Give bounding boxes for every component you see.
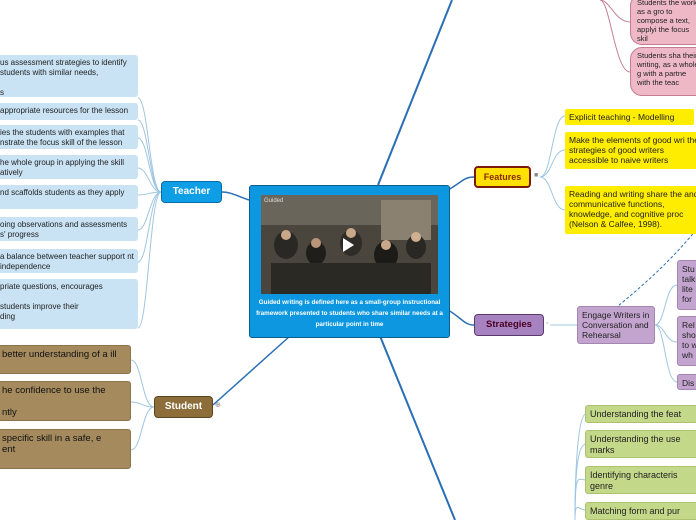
strategy-item[interactable]: Stu talk lite for — [677, 260, 696, 310]
central-topic[interactable]: Guided Guided writing is defined here as… — [249, 185, 450, 338]
topic-strategies[interactable]: Strategies — [474, 314, 544, 336]
expand-icon[interactable]: ◦ — [546, 320, 549, 327]
feature-item[interactable]: Make the elements of good wri the strate… — [565, 132, 696, 169]
understanding-item[interactable]: Identifying characteris genre — [585, 466, 696, 494]
student-item[interactable]: he confidence to use the ntly — [0, 381, 131, 421]
student-item[interactable]: specific skill in a safe, e ent — [0, 429, 131, 469]
collapse-icon[interactable]: ■ — [534, 172, 539, 179]
central-caption: Guided writing is defined here as a smal… — [256, 299, 443, 328]
student-item[interactable]: better understanding of a ill — [0, 345, 131, 374]
feature-item[interactable]: Reading and writing share the and commun… — [565, 186, 696, 234]
teacher-item[interactable]: a balance between teacher support nt ind… — [0, 249, 138, 273]
strategy-subtopic[interactable]: Engage Writers in Conversation and Rehea… — [577, 306, 655, 344]
link-icon[interactable]: ⊕ — [215, 402, 221, 409]
classroom-image — [261, 195, 438, 294]
topic-features-label: Features — [483, 172, 522, 182]
play-icon[interactable] — [343, 238, 354, 252]
video-thumbnail[interactable]: Guided — [261, 195, 438, 294]
strategy-item[interactable]: Dis — [677, 374, 696, 390]
understanding-item[interactable]: Understanding the feat — [585, 405, 696, 423]
teacher-item[interactable]: he whole group in applying the skill ati… — [0, 155, 138, 179]
topic-strategies-label: Strategies — [486, 319, 532, 330]
understanding-item[interactable]: Understanding the use marks — [585, 430, 696, 458]
understanding-item[interactable]: Matching form and pur — [585, 502, 696, 520]
teacher-item[interactable]: appropriate resources for the lesson — [0, 103, 138, 120]
topic-student[interactable]: Student — [154, 396, 213, 418]
writing-step-item[interactable]: Students the work as a gro to compose a … — [630, 0, 696, 45]
teacher-item[interactable]: priate questions, encourages students im… — [0, 279, 138, 329]
teacher-item[interactable]: nd scaffolds students as they apply — [0, 185, 138, 209]
topic-teacher-label: Teacher — [172, 186, 211, 197]
teacher-item[interactable]: us assessment strategies to identify stu… — [0, 55, 138, 97]
video-title: Guided — [264, 198, 284, 204]
writing-step-item[interactable]: Students sha their writing, as a whole g… — [630, 47, 696, 96]
teacher-item[interactable]: oing observations and assessments s' pro… — [0, 217, 138, 241]
topic-student-label: Student — [164, 401, 203, 412]
topic-teacher[interactable]: Teacher — [161, 181, 222, 203]
topic-features[interactable]: Features — [474, 166, 531, 188]
strategy-item[interactable]: Rel sho to w wh — [677, 316, 696, 366]
teacher-item[interactable]: ies the students with examples that nstr… — [0, 125, 138, 149]
feature-item[interactable]: Explicit teaching - Modelling — [565, 109, 694, 125]
